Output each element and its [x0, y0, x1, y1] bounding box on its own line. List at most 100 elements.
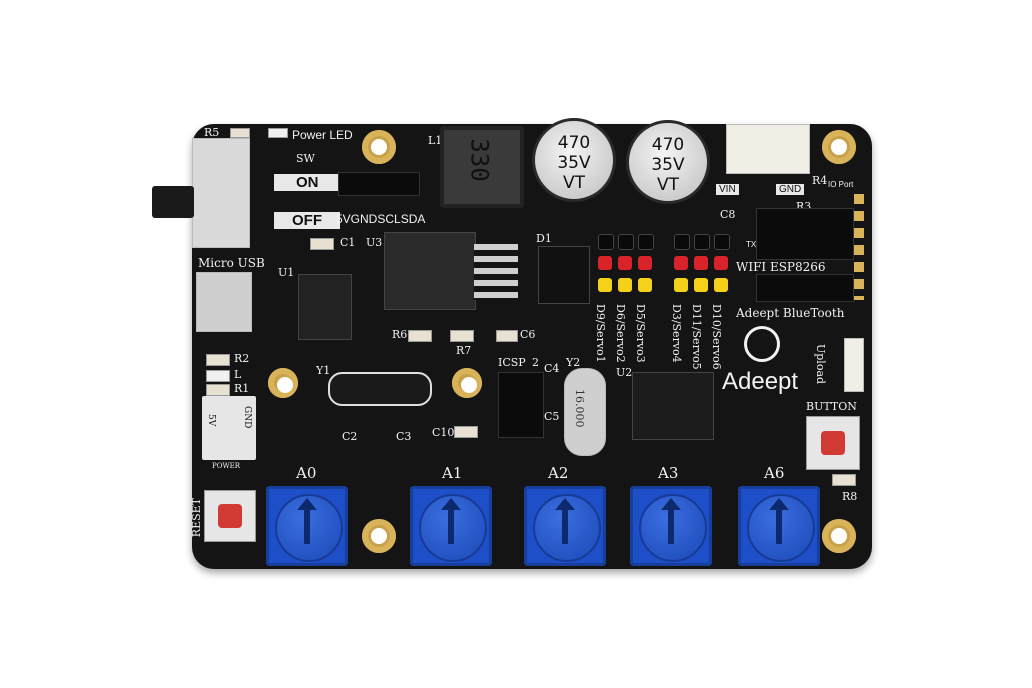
- potentiometer-a2[interactable]: [524, 486, 606, 566]
- arrowhead-icon: [297, 498, 317, 510]
- label-a3: A3: [658, 464, 679, 482]
- label-icsp-2: 2: [532, 356, 539, 369]
- label-5v: 5V: [206, 414, 216, 427]
- servo-pin: [638, 256, 652, 270]
- servo-pin: [674, 278, 688, 292]
- label-u3: U3: [366, 236, 383, 249]
- led-power: [268, 128, 288, 138]
- resistor-r2: [206, 354, 230, 366]
- reset-button[interactable]: [204, 490, 256, 542]
- arrow-up-icon: [304, 508, 310, 544]
- mounting-hole-top-left: [362, 130, 396, 164]
- label-upload: Upload: [814, 344, 827, 385]
- label-gnd: GND: [242, 406, 252, 429]
- cap-left-line1: 470: [557, 133, 591, 153]
- io-port-pins: [854, 194, 864, 300]
- mounting-hole-mid-left: [268, 368, 298, 398]
- bluetooth-header[interactable]: [756, 274, 854, 302]
- wifi-esp8266-header[interactable]: [756, 208, 854, 260]
- inductor-marking: 330: [465, 138, 494, 182]
- capacitor-c1: [310, 238, 334, 250]
- label-r7: R7: [456, 344, 472, 357]
- label-sw: SW: [296, 152, 315, 165]
- servo-pin: [598, 234, 614, 250]
- crystal-y2: 16.000: [564, 368, 606, 456]
- resistor-r8: [832, 474, 856, 486]
- control-board: R5 Power LED SW ON OFF 5VGNDSCLSDA L1 33…: [152, 118, 872, 569]
- reset-button-cap[interactable]: [218, 504, 242, 528]
- capacitor-right: 470 35V VT: [626, 120, 710, 204]
- arrow-up-icon: [776, 508, 782, 544]
- label-power-led: Power LED: [292, 128, 353, 142]
- label-a2: A2: [548, 464, 569, 482]
- label-r1: R1: [234, 382, 250, 395]
- servo-header-group-right[interactable]: [674, 234, 730, 300]
- label-r6: R6: [392, 328, 408, 341]
- label-a1: A1: [442, 464, 463, 482]
- label-r8: R8: [842, 490, 858, 503]
- user-button[interactable]: [806, 416, 860, 470]
- label-c10: C10: [432, 426, 455, 439]
- servo-pin: [714, 256, 728, 270]
- servo-label-5: D11/Servo5: [690, 304, 703, 370]
- label-r2: R2: [234, 352, 250, 365]
- resistor-r5: [230, 128, 250, 138]
- upload-switch[interactable]: [844, 338, 864, 392]
- resistor-r6: [408, 330, 432, 342]
- label-vin: VIN: [716, 184, 739, 195]
- label-c8: C8: [720, 208, 736, 221]
- label-y1: Y1: [316, 364, 331, 377]
- label-c1: C1: [340, 236, 356, 249]
- icsp-header[interactable]: [498, 372, 544, 438]
- mounting-hole-bottom-right: [822, 519, 856, 553]
- resistor-r7: [450, 330, 474, 342]
- power-switch[interactable]: [192, 138, 250, 248]
- power-header[interactable]: 5V GND: [202, 396, 256, 460]
- servo-label-6: D10/Servo6: [710, 304, 723, 370]
- diode-d1: [538, 246, 590, 304]
- regulator-pins: [474, 244, 518, 300]
- label-button: BUTTON: [806, 400, 857, 413]
- potentiometer-a0[interactable]: [266, 486, 348, 566]
- servo-label-4: D3/Servo4: [670, 304, 683, 363]
- label-c6: C6: [520, 328, 536, 341]
- label-on: ON: [274, 174, 341, 191]
- label-io-port: IO Port: [828, 180, 854, 189]
- servo-label-3: D5/Servo3: [634, 304, 647, 363]
- servo-pin: [598, 256, 612, 270]
- cap-left-line3: VT: [562, 173, 585, 193]
- label-off: OFF: [274, 212, 340, 229]
- label-u1: U1: [278, 266, 295, 279]
- cap-right-line1: 470: [651, 135, 685, 155]
- vin-connector[interactable]: [726, 124, 810, 174]
- label-reset: RESET: [190, 498, 203, 538]
- potentiometer-a6[interactable]: [738, 486, 820, 566]
- potentiometer-a3[interactable]: [630, 486, 712, 566]
- arrow-up-icon: [562, 508, 568, 544]
- label-r5: R5: [204, 126, 220, 139]
- user-button-cap[interactable]: [821, 431, 845, 455]
- servo-pin: [618, 234, 634, 250]
- label-c3: C3: [396, 430, 412, 443]
- arrowhead-icon: [661, 498, 681, 510]
- label-wifi: WIFI ESP8266: [736, 260, 826, 274]
- label-a6: A6: [764, 464, 785, 482]
- label-c2: C2: [342, 430, 358, 443]
- inductor-l1: 330: [440, 126, 524, 208]
- label-tx: TX: [746, 240, 757, 249]
- servo-pin: [694, 278, 708, 292]
- label-d1: D1: [536, 232, 552, 245]
- cap-left-line2: 35V: [557, 153, 591, 173]
- micro-usb-port[interactable]: [196, 272, 252, 332]
- servo-label-1: D9/Servo1: [594, 304, 607, 363]
- label-icsp: ICSP: [498, 356, 526, 369]
- i2c-header: [338, 172, 420, 196]
- label-r4: R4: [812, 174, 828, 187]
- label-c4: C4: [544, 362, 560, 375]
- switch-lever[interactable]: [152, 186, 194, 218]
- label-gnd-top: GND: [776, 184, 805, 195]
- potentiometer-a1[interactable]: [410, 486, 492, 566]
- servo-header-group-left[interactable]: [598, 234, 654, 300]
- servo-pin: [618, 278, 632, 292]
- label-i2c: 5VGNDSCLSDA: [336, 212, 426, 226]
